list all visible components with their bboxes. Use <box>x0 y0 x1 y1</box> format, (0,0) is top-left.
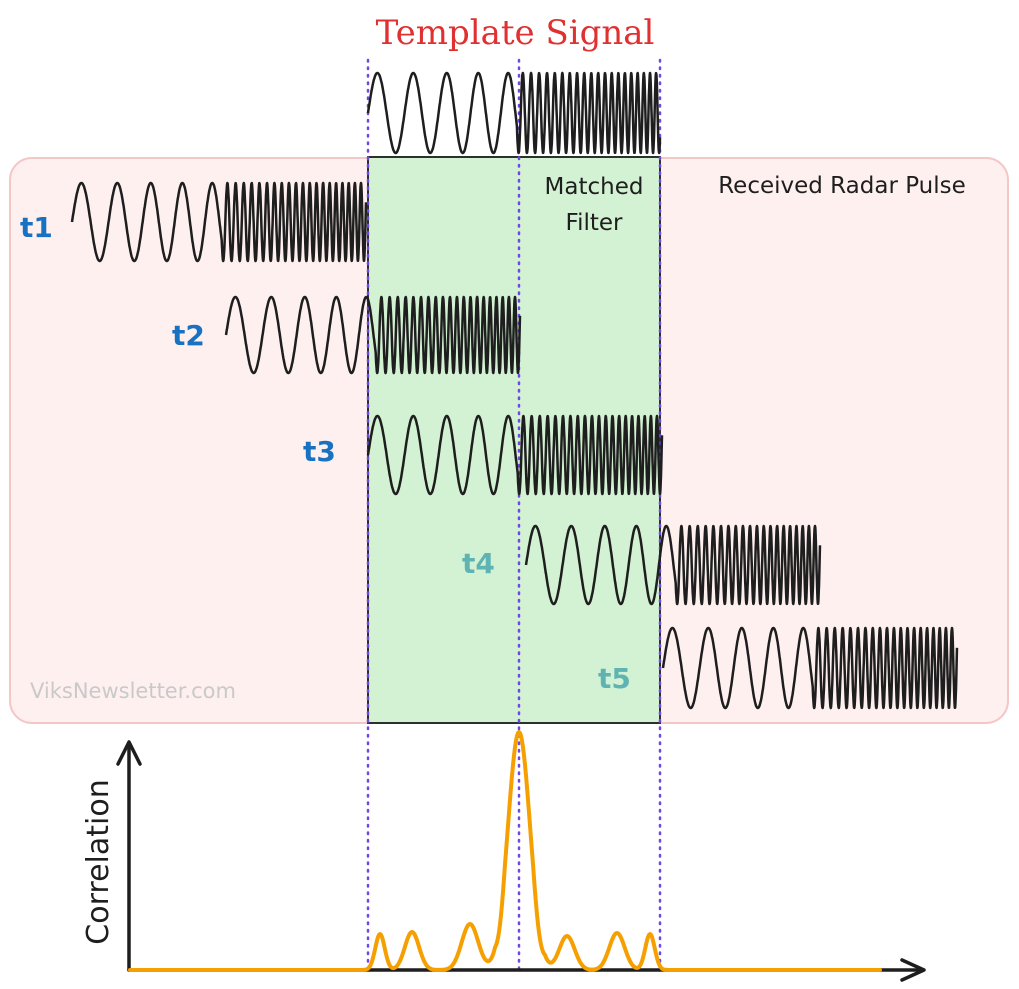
watermark: ViksNewsletter.com <box>30 679 236 703</box>
time-label-t2: t2 <box>172 319 205 352</box>
correlation-curve <box>128 730 882 972</box>
diagram-title: Template Signal <box>376 13 655 53</box>
received-pulse-t1-waveform <box>70 181 368 263</box>
x-axis-arrowhead <box>900 958 926 982</box>
received-pulse-t3-waveform <box>366 414 664 496</box>
time-label-t3: t3 <box>303 435 336 468</box>
matched-filter-label-line1: Matched <box>545 174 644 200</box>
y-axis-label: Correlation <box>81 779 116 944</box>
time-label-t1: t1 <box>20 211 53 244</box>
received-pulse-label: Received Radar Pulse <box>718 173 966 199</box>
received-pulse-t2-waveform <box>224 295 522 375</box>
template-signal-waveform <box>366 71 662 155</box>
received-pulse-t4-waveform <box>524 524 822 606</box>
time-label-t4: t4 <box>462 547 495 580</box>
matched-filter-label-line2: Filter <box>566 210 624 236</box>
y-axis-arrowhead <box>116 740 142 766</box>
time-label-t5: t5 <box>598 662 631 695</box>
received-pulse-t5-waveform <box>661 626 959 710</box>
